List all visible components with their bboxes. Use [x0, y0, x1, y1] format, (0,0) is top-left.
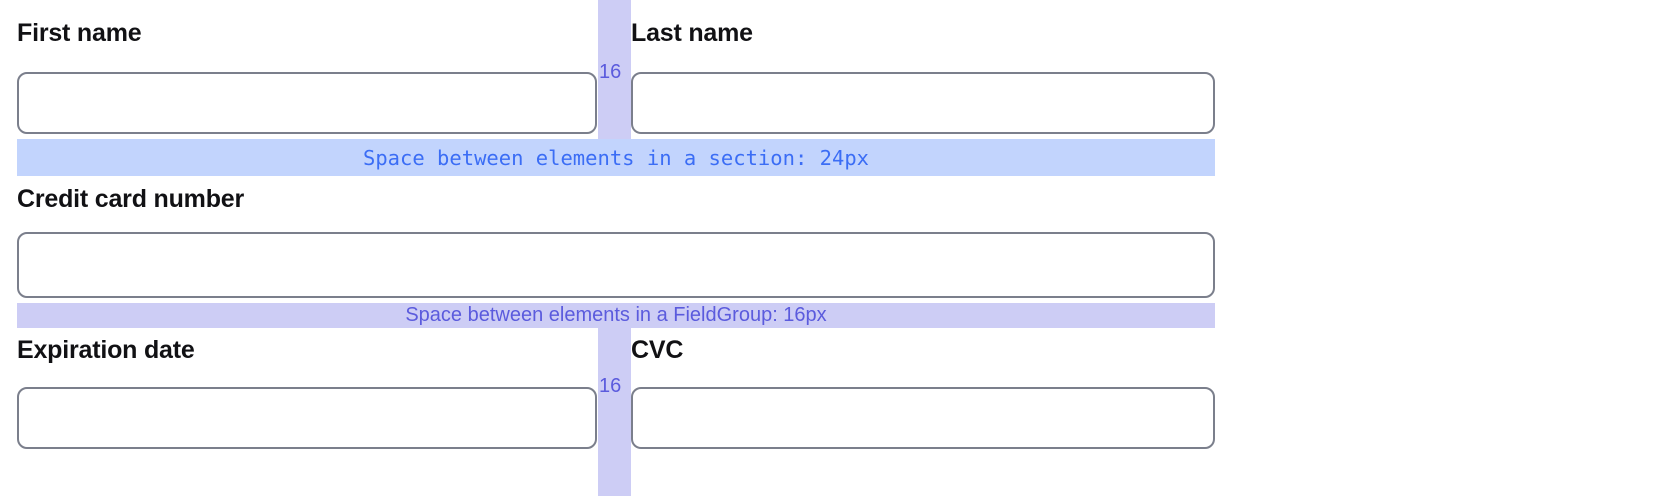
input-expiration-date[interactable]: [17, 387, 597, 449]
label-cvc: CVC: [631, 336, 684, 364]
annotation-fieldgroup-spacing-text: Space between elements in a FieldGroup: …: [405, 304, 827, 326]
label-last-name: Last name: [631, 19, 753, 47]
input-cvc[interactable]: [631, 387, 1215, 449]
column-gap-band-row-3: 16: [598, 328, 631, 496]
label-expiration-date: Expiration date: [17, 336, 195, 364]
label-credit-card-number: Credit card number: [17, 185, 245, 213]
column-gap-band-row-1: 16: [598, 0, 631, 139]
input-last-name[interactable]: [631, 72, 1215, 134]
annotation-section-spacing: Space between elements in a section: 24p…: [17, 139, 1215, 176]
label-first-name: First name: [17, 19, 142, 47]
input-credit-card-number[interactable]: [17, 232, 1215, 298]
column-gap-label: 16: [599, 375, 622, 397]
input-first-name[interactable]: [17, 72, 597, 134]
column-gap-label: 16: [599, 61, 622, 83]
annotation-section-spacing-text: Space between elements in a section: 24p…: [362, 145, 870, 170]
annotation-fieldgroup-spacing: Space between elements in a FieldGroup: …: [17, 303, 1215, 328]
